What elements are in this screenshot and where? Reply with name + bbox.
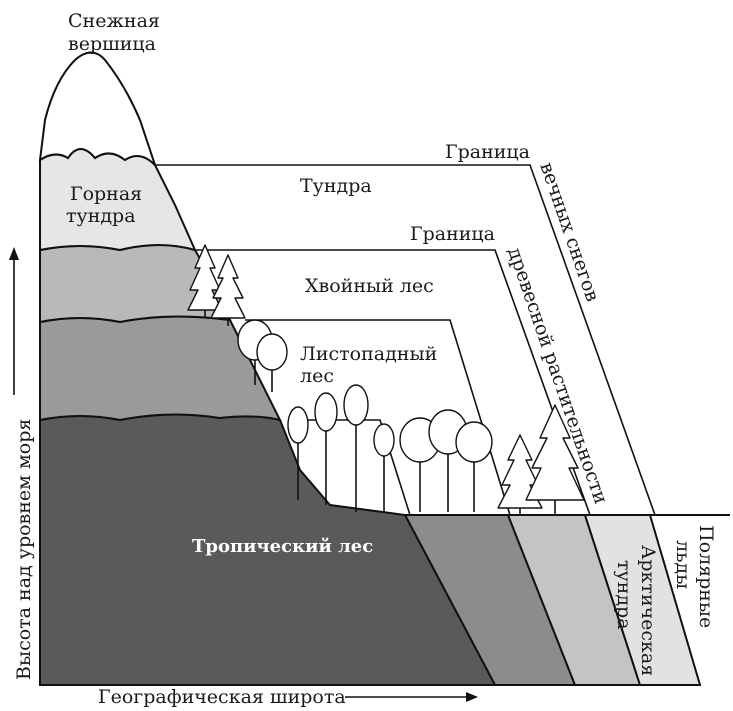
label-arctic-tundra-1: Арктическая [637, 545, 659, 676]
label-deciduous-2: лес [300, 365, 334, 387]
label-snow-boundary-2: вечных снегов [535, 159, 603, 304]
deciduous-tree-icon [428, 409, 468, 512]
label-arctic-tundra-2: тундра [613, 560, 635, 630]
label-mountain-tundra-2: тундра [66, 205, 136, 227]
label-deciduous-1: Листопадный [300, 343, 437, 365]
conifer-tree-icon [210, 254, 246, 326]
conifer-tree-icon [187, 244, 223, 318]
zone-snow-peak [38, 51, 156, 166]
axis-arrow-icon [345, 692, 478, 702]
x-axis-label: Географическая широта [98, 686, 346, 708]
label-tundra: Тундра [300, 175, 372, 197]
label-snow-peak-2: вершица [68, 33, 156, 55]
tropical-tree-icon [343, 384, 369, 512]
tropical-tree-icon [373, 423, 395, 512]
deciduous-tree-icon [455, 421, 493, 512]
deciduous-tree-icon [256, 333, 288, 392]
tropical-tree-icon [314, 392, 338, 505]
label-polar-ice-2: льды [672, 540, 694, 589]
axis-arrow-icon [9, 247, 19, 395]
conifer-tree-icon [497, 434, 543, 515]
tropical-tree-icon [287, 406, 309, 500]
label-conifer-forest: Хвойный лес [305, 275, 434, 297]
y-axis-label: Высота над уровнем моря [13, 419, 35, 680]
label-tree-boundary-1: Граница [410, 223, 495, 245]
label-polar-ice-1: Полярные [695, 525, 717, 628]
label-snow-peak-1: Снежная [68, 10, 160, 32]
label-snow-boundary-1: Граница [445, 141, 530, 163]
snow-boundary-line [155, 164, 656, 516]
conifer-tree-icon [525, 404, 585, 514]
label-mountain-tundra-1: Горная [70, 183, 142, 205]
mountain-left-edge [39, 160, 700, 686]
label-tropical-forest: Тропический лес [192, 536, 373, 557]
